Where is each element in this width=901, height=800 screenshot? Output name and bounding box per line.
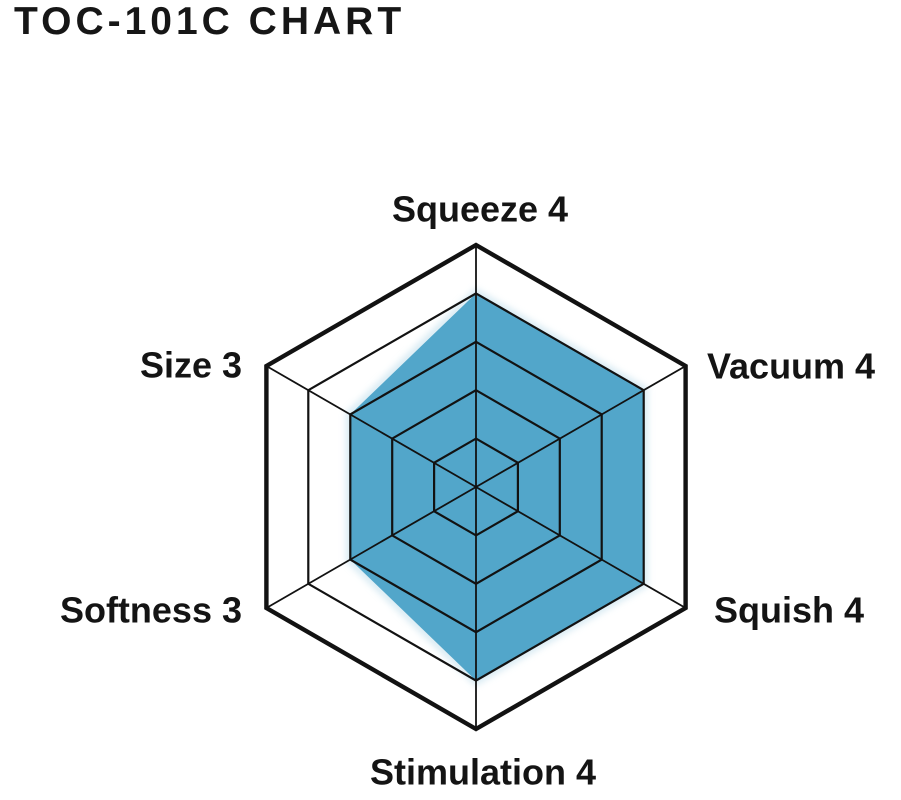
axis-label-softness: Softness 3 xyxy=(60,590,242,631)
axis-spoke-softness xyxy=(265,486,477,609)
axis-label-squeeze: Squeeze 4 xyxy=(392,189,568,230)
axis-spoke-vacuum xyxy=(475,365,687,488)
chart-title: TOC-101C CHART xyxy=(14,0,406,43)
axis-spoke-size xyxy=(265,365,477,488)
axis-label-stimulation: Stimulation 4 xyxy=(370,752,596,793)
axis-label-size: Size 3 xyxy=(140,345,242,386)
axis-label-squish: Squish 4 xyxy=(714,590,864,631)
series-area xyxy=(350,293,644,681)
axis-label-vacuum: Vacuum 4 xyxy=(707,346,875,387)
axis-spoke-squish xyxy=(475,486,687,609)
